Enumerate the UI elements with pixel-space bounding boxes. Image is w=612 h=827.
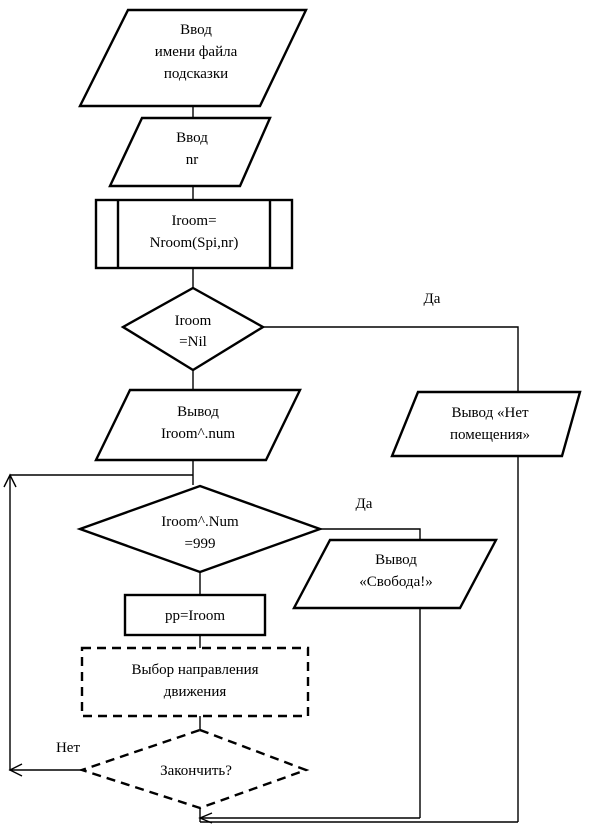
dashed-process-shape xyxy=(80,646,310,718)
block-proc-nroom-line2: Nroom(Spi,nr) xyxy=(150,235,239,251)
decision-finish-line1: Закончить? xyxy=(160,763,232,779)
decision-nil-line2: =Nil xyxy=(179,334,207,350)
decision-nil-line1: Iroom xyxy=(175,313,212,329)
block-output-no-room: Вывод «Нет помещения» xyxy=(390,390,582,458)
decision-nil: Iroom =Nil xyxy=(120,286,266,372)
arrow-merge-left xyxy=(198,812,213,824)
connector-loop-back xyxy=(9,475,82,771)
block-output-no-room-line2: помещения» xyxy=(450,427,530,443)
parallelogram-shape xyxy=(108,116,272,188)
block-choose-direction-line2: движения xyxy=(164,684,227,700)
diamond-shape xyxy=(76,484,324,574)
decision-999-line2: =999 xyxy=(185,536,216,552)
connector-999-yes-branch xyxy=(320,528,421,540)
label-yes-999: Да xyxy=(356,496,373,512)
block-input-help-file-line2: имени файла xyxy=(155,44,238,60)
block-assign-pp-line1: pp=Iroom xyxy=(165,608,225,624)
decision-finish: Закончить? xyxy=(78,728,310,810)
arrow-loop-left xyxy=(8,763,23,777)
block-output-num-line2: Iroom^.num xyxy=(161,426,235,442)
process-shape xyxy=(123,593,267,637)
block-input-nr: Ввод nr xyxy=(108,116,272,188)
block-output-num-line1: Вывод xyxy=(177,404,219,420)
block-proc-nroom: Iroom= Nroom(Spi,nr) xyxy=(94,198,294,270)
block-input-help-file: Ввод имени файла подсказки xyxy=(78,8,308,108)
decision-999: Iroom^.Num =999 xyxy=(76,484,324,574)
block-output-num: Вывод Iroom^.num xyxy=(94,388,302,462)
dashed-diamond-shape xyxy=(78,728,310,810)
block-output-no-room-line1: Вывод «Нет xyxy=(451,405,529,421)
decision-999-line1: Iroom^.Num xyxy=(161,514,239,530)
process-shape xyxy=(94,198,294,270)
connector-nil-yes-branch xyxy=(263,326,519,392)
label-yes-nil: Да xyxy=(424,291,441,307)
block-choose-direction-line1: Выбор направления xyxy=(131,662,258,678)
label-no-finish: Нет xyxy=(56,740,80,756)
block-assign-pp: pp=Iroom xyxy=(123,593,267,637)
parallelogram-shape xyxy=(94,388,302,462)
block-proc-nroom-line1: Iroom= xyxy=(171,213,216,229)
block-input-help-file-line1: Ввод xyxy=(180,22,212,38)
block-output-free: Вывод «Свобода!» xyxy=(292,538,498,610)
parallelogram-shape xyxy=(390,390,582,458)
block-choose-direction: Выбор направления движения xyxy=(80,646,310,718)
block-input-nr-line2: nr xyxy=(186,152,199,168)
parallelogram-shape xyxy=(292,538,498,610)
arrow-loop-up xyxy=(3,473,17,488)
parallelogram-shape xyxy=(78,8,308,108)
block-input-help-file-line3: подсказки xyxy=(164,66,228,82)
connectors xyxy=(3,106,519,824)
block-output-free-line2: «Свобода!» xyxy=(359,574,432,590)
block-output-free-line1: Вывод xyxy=(375,552,417,568)
block-input-nr-line1: Ввод xyxy=(176,130,208,146)
diamond-shape xyxy=(120,286,266,372)
